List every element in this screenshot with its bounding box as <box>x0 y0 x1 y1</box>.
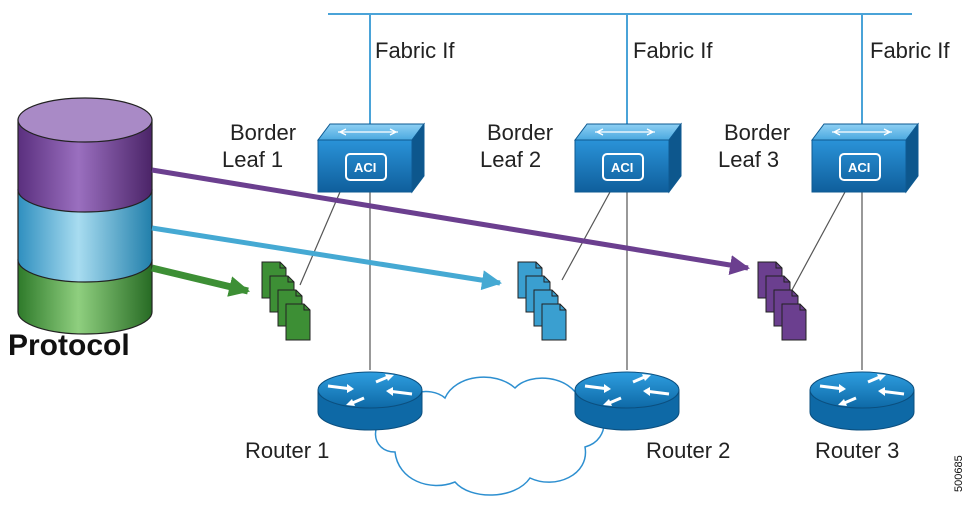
border-leaf-1-label-line2: Leaf 1 <box>222 147 283 172</box>
database-label: Protocol <box>8 329 130 362</box>
aci-badge-1: ACI <box>354 160 376 175</box>
router-3-icon <box>809 371 915 431</box>
router-3-label: Router 3 <box>815 438 899 463</box>
fabric-bus <box>328 13 912 126</box>
cyan-arrow <box>151 225 502 291</box>
border-leaf-2-label-line1: Border <box>487 120 553 145</box>
border-leaf-3-label-line2: Leaf 3 <box>718 147 779 172</box>
aci-badge-2: ACI <box>611 160 633 175</box>
leaf-router-links <box>299 190 863 370</box>
protocol-database-icon <box>17 97 153 335</box>
figure-id: 500685 <box>953 455 965 492</box>
fabric-if-label-1: Fabric If <box>375 38 455 63</box>
router-2-icon <box>574 371 680 431</box>
document-stack-green-icon <box>261 261 311 341</box>
border-leaf-3-label-line1: Border <box>724 120 790 145</box>
router-1-icon <box>317 371 423 431</box>
border-leaf-2-switch-icon: ACI <box>574 122 682 194</box>
fabric-if-label-3: Fabric If <box>870 38 950 63</box>
border-leaf-1-label-line1: Border <box>230 120 296 145</box>
border-leaf-3-switch-icon: ACI <box>811 122 919 194</box>
border-leaf-2-label-line2: Leaf 2 <box>480 147 541 172</box>
green-arrow <box>151 264 251 297</box>
document-stack-purple-icon <box>757 261 807 341</box>
aci-badge-3: ACI <box>848 160 870 175</box>
purple-arrow <box>151 167 750 275</box>
border-leaf-1-switch-icon: ACI <box>317 122 425 194</box>
policy-arrows <box>151 167 750 297</box>
fabric-if-label-2: Fabric If <box>633 38 713 63</box>
router-1-label: Router 1 <box>245 438 329 463</box>
document-stack-cyan-icon <box>517 261 567 341</box>
router-2-label: Router 2 <box>646 438 730 463</box>
